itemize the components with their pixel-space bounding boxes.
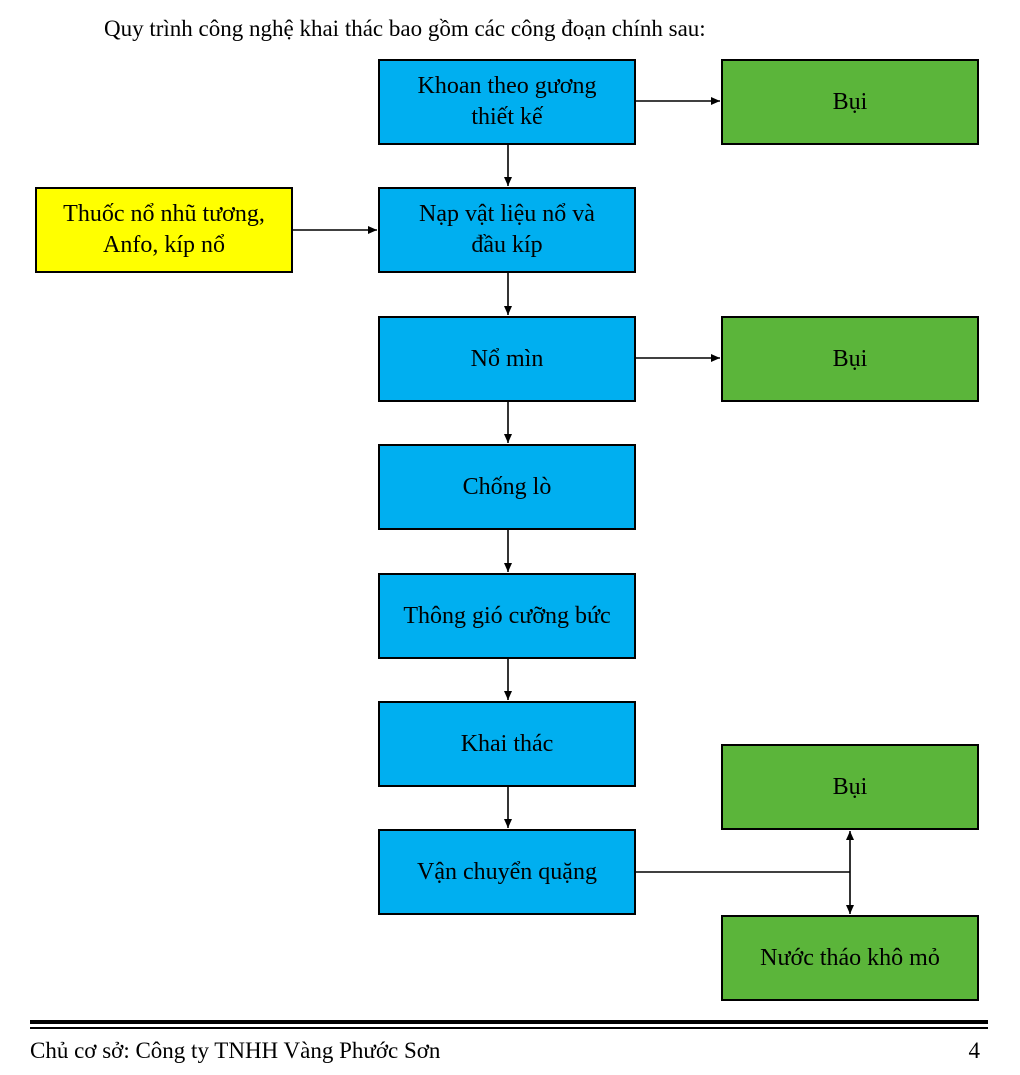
process-step-extraction: Khai thác [378, 701, 636, 787]
output-mine-drainage: Nước tháo khô mỏ [721, 915, 979, 1001]
footer-rule-thick [30, 1020, 988, 1024]
footer-owner: Chủ cơ sở: Công ty TNHH Vàng Phước Sơn [30, 1038, 441, 1063]
output-dust-transport: Bụi [721, 744, 979, 830]
output-dust-blasting: Bụi [721, 316, 979, 402]
output-dust-drilling: Bụi [721, 59, 979, 145]
process-step-blasting: Nổ mìn [378, 316, 636, 402]
process-step-ventilation: Thông gió cưỡng bức [378, 573, 636, 659]
page-number: 4 [968, 1038, 981, 1063]
process-step-support: Chống lò [378, 444, 636, 530]
intro-text: Quy trình công nghệ khai thác bao gồm cá… [104, 16, 706, 41]
process-step-ore-transport: Vận chuyển quặng [378, 829, 636, 915]
footer-rule-thin [30, 1027, 988, 1029]
input-explosives: Thuốc nổ nhũ tương,Anfo, kíp nổ [35, 187, 293, 273]
